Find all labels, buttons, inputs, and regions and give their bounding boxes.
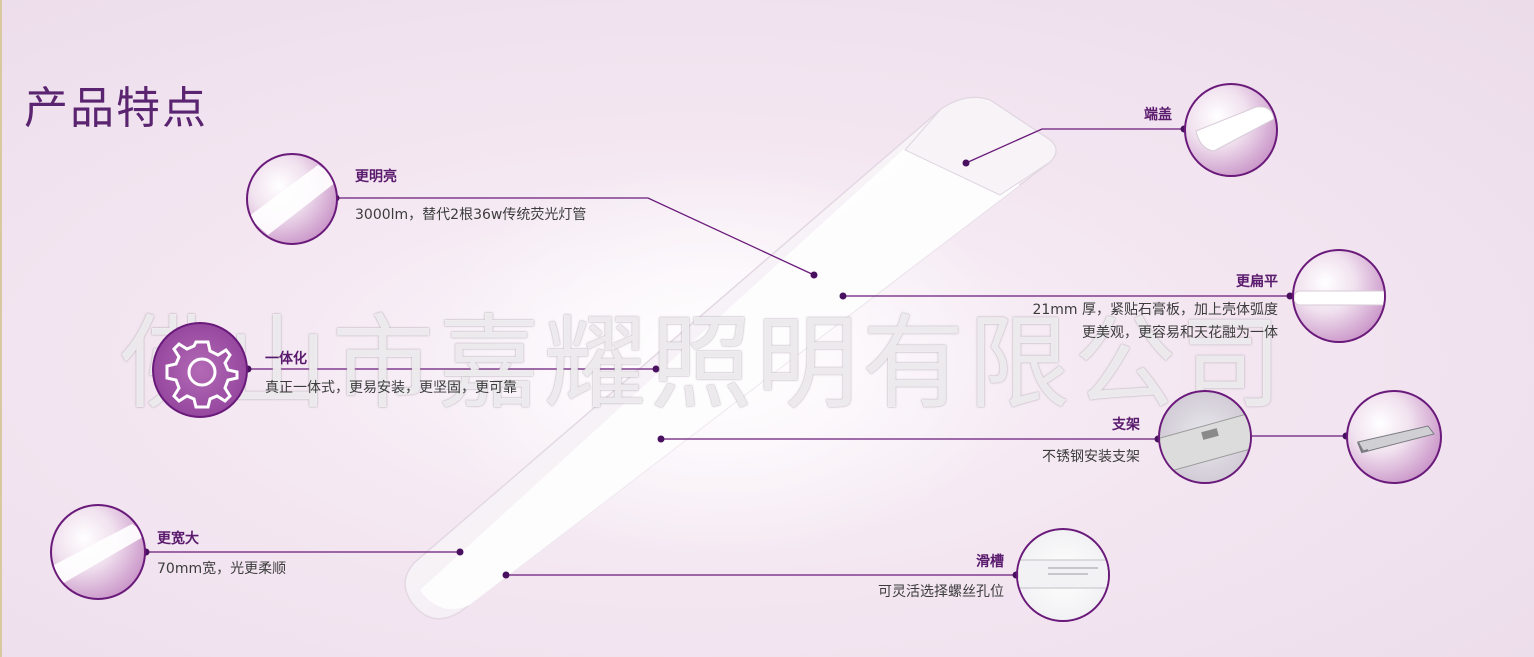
lamp-tube (404, 96, 1057, 620)
bracket-title: 支架 (1112, 417, 1140, 433)
brighter-title: 更明亮 (355, 169, 397, 185)
integrated-title: 一体化 (265, 351, 307, 367)
bracket-detail-thumbnail (1346, 390, 1442, 484)
left-border (0, 0, 2, 657)
watermark: 佛山市嘉耀照明有限公司 (120, 305, 1286, 424)
flatter-desc-line2: 更美观，更容易和天花融为一体 (1082, 325, 1278, 341)
bracket-desc: 不锈钢安装支架 (1042, 449, 1140, 465)
wider-thumbnail (50, 504, 146, 600)
slot-thumbnail (1016, 528, 1110, 622)
flatter-thumbnail (1292, 249, 1386, 343)
slot-title: 滑槽 (976, 554, 1004, 570)
page-title: 产品特点 (24, 83, 208, 134)
end-cap-title: 端盖 (1144, 107, 1172, 123)
bracket-thumbnail (1158, 390, 1252, 484)
brighter-thumbnail (246, 153, 338, 245)
wider-desc: 70mm宽，光更柔顺 (157, 561, 287, 577)
slot-desc: 可灵活选择螺丝孔位 (878, 584, 1004, 600)
flatter-title: 更扁平 (1236, 274, 1278, 290)
end-cap-thumbnail (1184, 83, 1278, 177)
brighter-desc: 3000lm，替代2根36w传统荧光灯管 (355, 207, 587, 223)
leader-lines (146, 128, 1346, 576)
gear-icon (165, 340, 239, 409)
integrated-desc: 真正一体式，更易安装，更坚固，更可靠 (265, 380, 517, 396)
integrated-icon (152, 322, 248, 418)
wider-title: 更宽大 (157, 531, 199, 547)
flatter-desc-line1: 21mm 厚，紧贴石膏板，加上壳体弧度 (1032, 302, 1278, 318)
